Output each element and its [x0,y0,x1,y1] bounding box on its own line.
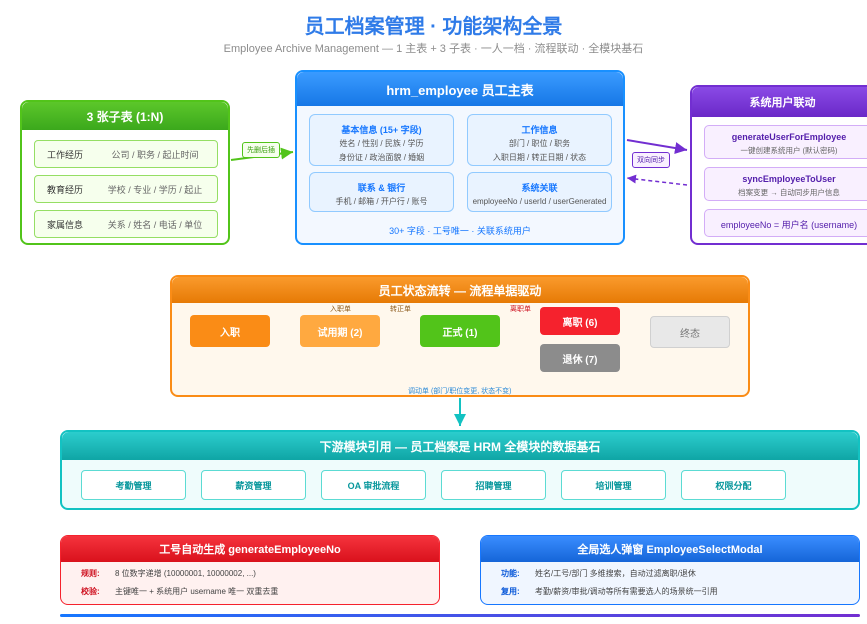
cell-line: 手机 / 邮箱 / 开户行 / 账号 [335,197,428,206]
resign-form-label: 离职单 [510,306,531,313]
cell-title: 工作信息 [521,125,558,135]
sub-tables-title: 3 张子表 (1:N) [22,102,228,130]
sub-table-name: 工作经历 [47,149,84,160]
generator-title: 工号自动生成 generateEmployeeNo [61,536,439,562]
row-value: 考勤/薪资/审批/调动等所有需要选人的场景统一引用 [535,587,718,596]
sync-employee-item: syncEmployeeToUser 档案变更 → 自动同步用户信息 [704,167,867,201]
state-formal: 正式 (1) [420,315,500,347]
module-permission: 权限分配 [681,470,786,500]
selector-function-row: 功能: 姓名/工号/部门 多维搜索，自动过滤离职/退休 [501,568,696,579]
page-subtitle: Employee Archive Management — 1 主表 + 3 子… [223,43,644,55]
module-recruitment: 招聘管理 [441,470,546,500]
sub-table-fields: 公司 / 职务 / 起止时间 [111,149,199,160]
generate-user-item: generateUserForEmployee 一键创建系统用户 (默认密码) [704,125,867,159]
selector-reuse-row: 复用: 考勤/薪资/审批/调动等所有需要选人的场景统一引用 [501,586,718,597]
main-table-title: hrm_employee 员工主表 [297,72,623,106]
sync-item-title: syncEmployeeToUser [742,174,836,184]
bidirectional-sync-label: 双向同步 [632,152,670,168]
cell-line: 入职日期 / 转正日期 / 状态 [492,153,587,162]
state-onboard: 入职 [190,315,270,347]
module-oa-approval: OA 审批流程 [321,470,426,500]
main-to-sync-arrow [626,139,688,154]
row-value: 8 位数字递增 (10000001, 10000002, ...) [115,569,256,578]
row-key: 校验: [81,587,100,596]
sync-item-desc: 档案变更 → 自动同步用户信息 [738,188,840,197]
onboard-form-label: 入职单 [330,306,351,313]
sync-item-title: employeeNo = 用户名 (username) [720,220,858,230]
module-attendance: 考勤管理 [81,470,186,500]
generator-check-row: 校验: 主键唯一 + 系统用户 username 唯一 双重去重 [81,586,278,597]
row-key: 规则: [81,569,100,578]
sync-item-desc: 一键创建系统用户 (默认密码) [740,146,838,155]
sub-table-fields: 学校 / 专业 / 学历 / 起止 [107,184,203,195]
state-probation: 试用期 (2) [300,315,380,347]
module-training: 培训管理 [561,470,666,500]
cell-title: 系统关联 [521,183,558,193]
contact-bank-cell: 联系 & 银行 手机 / 邮箱 / 开户行 / 账号 [309,172,454,212]
work-info-cell: 工作信息 部门 / 职位 / 职务 入职日期 / 转正日期 / 状态 [467,114,612,166]
state-retired: 退休 (7) [540,344,620,372]
generator-rule-row: 规则: 8 位数字递增 (10000001, 10000002, ...) [81,568,256,579]
sub-table-education: 教育经历 学校 / 专业 / 学历 / 起止 [34,175,218,203]
sub-table-fields: 关系 / 姓名 / 电话 / 单位 [107,219,203,230]
employee-no-generator-panel: 工号自动生成 generateEmployeeNo 规则: 8 位数字递增 (1… [60,535,440,605]
page-title: 员工档案管理 · 功能架构全景 [304,16,563,38]
row-value: 主键唯一 + 系统用户 username 唯一 双重去重 [115,587,279,596]
sub-table-family: 家属信息 关系 / 姓名 / 电话 / 单位 [34,210,218,238]
flow-title: 员工状态流转 — 流程单据驱动 [172,277,748,303]
state-end: 终态 [650,316,730,348]
delete-insert-label: 先删后插 [242,142,280,158]
downstream-panel: 下游模块引用 — 员工档案是 HRM 全模块的数据基石 考勤管理 薪资管理 OA… [60,430,860,510]
basic-info-cell: 基本信息 (15+ 字段) 姓名 / 性别 / 民族 / 学历 身份证 / 政治… [309,114,454,166]
row-value: 姓名/工号/部门 多维搜索，自动过滤离职/退休 [535,569,696,578]
cell-line: employeeNo / userId / userGenerated [472,197,607,206]
bottom-accent-bar [60,614,860,617]
cell-line: 身份证 / 政治面貌 / 婚姻 [338,153,425,162]
sub-table-name: 教育经历 [47,184,84,195]
downstream-title: 下游模块引用 — 员工档案是 HRM 全模块的数据基石 [62,432,858,460]
main-table-panel: hrm_employee 员工主表 基本信息 (15+ 字段) 姓名 / 性别 … [295,70,625,245]
employee-select-modal-panel: 全局选人弹窗 EmployeeSelectModal 功能: 姓名/工号/部门 … [480,535,860,605]
regular-form-label: 转正单 [390,306,411,313]
state-resigned: 离职 (6) [540,307,620,335]
cell-title: 基本信息 (15+ 字段) [341,125,422,135]
transfer-form-label: 调动单 (部门/职位变更, 状态不变) [408,388,512,395]
cell-line: 姓名 / 性别 / 民族 / 学历 [339,139,424,148]
employee-no-item: employeeNo = 用户名 (username) [704,209,867,237]
cell-title: 联系 & 银行 [357,183,406,193]
sub-tables-panel: 3 张子表 (1:N) 工作经历 公司 / 职务 / 起止时间 教育经历 学校 … [20,100,230,245]
sub-table-work: 工作经历 公司 / 职务 / 起止时间 [34,140,218,168]
system-user-sync-panel: 系统用户联动 generateUserForEmployee 一键创建系统用户 … [690,85,867,245]
row-key: 功能: [501,569,520,578]
module-salary: 薪资管理 [201,470,306,500]
sync-title: 系统用户联动 [692,87,867,117]
sub-table-name: 家属信息 [47,219,84,230]
selector-title: 全局选人弹窗 EmployeeSelectModal [481,536,859,562]
system-link-cell: 系统关联 employeeNo / userId / userGenerated [467,172,612,212]
row-key: 复用: [501,587,520,596]
sync-item-title: generateUserForEmployee [731,132,847,142]
main-table-footer: 30+ 字段 · 工号唯一 · 关联系统用户 [389,226,531,236]
sync-to-main-arrow [626,174,688,186]
cell-line: 部门 / 职位 / 职务 [508,139,571,148]
